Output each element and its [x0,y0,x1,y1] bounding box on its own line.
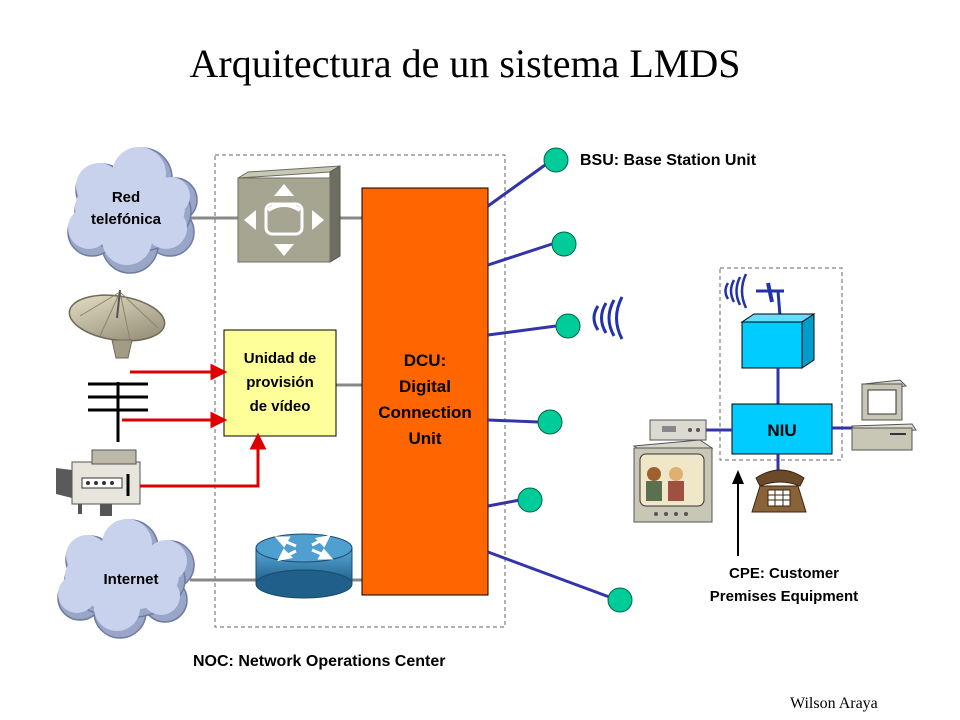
diagram-title: Arquitectura de un sistema LMDS [189,41,741,86]
internet-label: Internet [103,571,158,588]
computer-icon [851,379,917,451]
dcu-label-1: DCU: [404,351,447,370]
tv-set-icon [632,419,714,523]
bsu-node-2 [551,231,577,257]
video-unit-label-1: Unidad de [244,350,317,367]
bsu-node-5 [517,487,543,513]
telephone-icon [751,469,807,513]
satellite-dish-icon [68,289,166,359]
video-unit-label-3: de vídeo [250,398,311,415]
cpe-boundary [719,267,843,461]
tv-antenna-icon [88,382,148,442]
bsu-node-4 [537,409,563,435]
bsu-node-3 [555,313,581,339]
cpe-antenna-icon [724,273,784,317]
bsu-node-6 [607,587,633,613]
radio-waves-icon [592,296,624,340]
author-credit: Wilson Araya [790,695,878,712]
video-unit-box [223,329,337,437]
cpe-pointer-arrow [732,470,744,556]
router-icon [255,533,353,599]
cpe-label-1: CPE: Customer [729,565,839,582]
bsu-links [487,158,613,600]
phone-network-label-1: Red [112,189,140,206]
dcu-label-3: Connection [378,403,472,422]
video-feeds [122,363,267,488]
bsu-node-1 [543,147,569,173]
phone-network-cloud: Red telefónica [67,147,198,274]
cpe-transceiver-box [740,313,816,369]
phone-switch-icon [237,165,341,263]
video-unit-label-2: provisión [246,374,314,391]
internet-cloud: Internet [57,519,195,639]
noc-boundary [214,154,506,628]
video-camera-icon [56,449,141,516]
dcu-box [361,187,489,596]
niu-label: NIU [767,421,796,440]
cpe-label-2: Premises Equipment [710,588,858,605]
dcu-label-4: Unit [408,429,441,448]
dcu-label-2: Digital [399,377,451,396]
bsu-nodes [517,147,633,613]
phone-network-label-2: telefónica [91,211,162,228]
noc-label: NOC: Network Operations Center [193,653,445,670]
bsu-label: BSU: Base Station Unit [580,152,757,169]
